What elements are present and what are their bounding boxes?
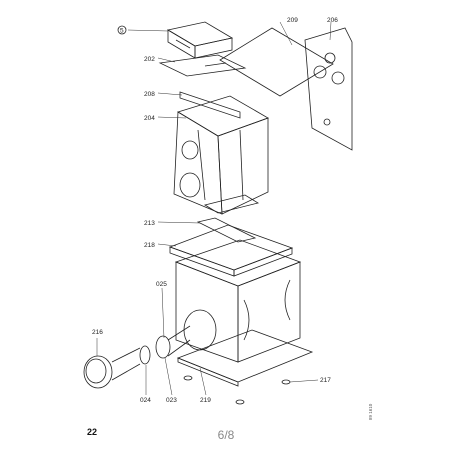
label-5: 5 [120, 28, 124, 35]
label-208: 208 [144, 91, 155, 98]
label-023: 023 [166, 397, 177, 404]
page-number: 22 [87, 427, 98, 437]
base-plate [176, 329, 314, 387]
label-202: 202 [144, 56, 155, 63]
rear-panel [304, 27, 353, 151]
label-025: 025 [156, 281, 167, 288]
seal-strip [196, 217, 257, 243]
leader-lines [96, 21, 332, 396]
heat-exchanger [173, 95, 269, 215]
label-216: 216 [92, 329, 103, 336]
label-219: 219 [200, 397, 211, 404]
cover-plate [158, 54, 247, 77]
label-204: 204 [144, 115, 155, 122]
burner-door-assembly [83, 325, 191, 389]
side-reference: 89 1610 [368, 403, 373, 420]
control-unit [166, 21, 234, 59]
top-panel [219, 27, 334, 97]
label-217: 217 [320, 377, 331, 384]
page-indicator: 6/8 [217, 428, 235, 442]
label-218: 218 [144, 242, 155, 249]
item-5-circle [117, 25, 127, 35]
label-213: 213 [144, 220, 155, 227]
burner-plate [168, 224, 294, 277]
label-024: 024 [140, 397, 151, 404]
bracket-strip [179, 91, 241, 119]
label-209: 209 [287, 17, 298, 24]
label-206: 206 [327, 17, 338, 24]
